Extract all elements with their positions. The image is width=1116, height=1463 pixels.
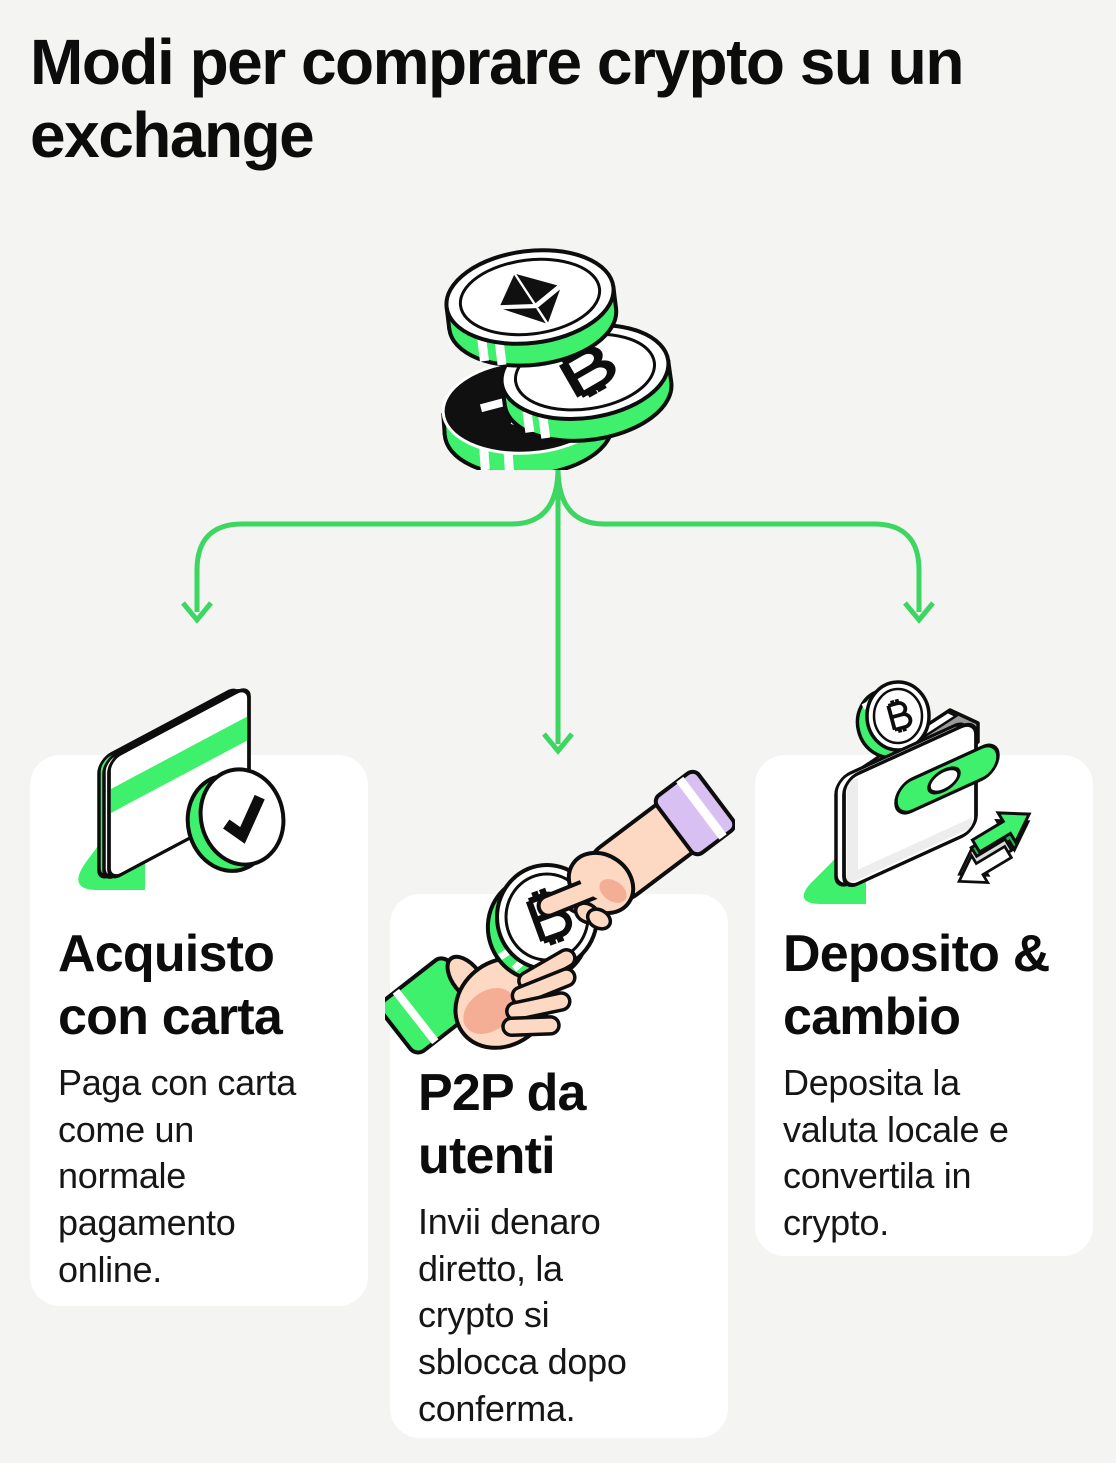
card-title: Acquisto con carta <box>58 925 283 1046</box>
card-p2p: P2P da utenti Invii denaro diretto, la c… <box>390 894 728 1438</box>
card-buy-with-card: Acquisto con carta Paga con carta come u… <box>30 755 368 1306</box>
card-body: Paga con carta come un normale pagamento… <box>58 1061 296 1290</box>
card-body: Deposita la valuta locale e convertila i… <box>783 1061 1009 1244</box>
card-title: P2P da utenti <box>418 1064 586 1185</box>
bitcoin-coin-icon <box>499 322 674 443</box>
bitcoin-coin-icon <box>855 680 931 760</box>
card-body: Invii denaro diretto, la crypto si sbloc… <box>418 1200 627 1429</box>
card-deposit-exchange: Deposito & cambio Deposita la valuta loc… <box>755 755 1093 1256</box>
crypto-coins-stack-icon <box>441 248 674 470</box>
card-title: Deposito & cambio <box>783 925 1050 1046</box>
page-title: Modi per comprare crypto su un exchange <box>30 26 964 171</box>
black-coin-icon <box>441 359 615 470</box>
ethereum-coin-icon <box>444 248 619 368</box>
